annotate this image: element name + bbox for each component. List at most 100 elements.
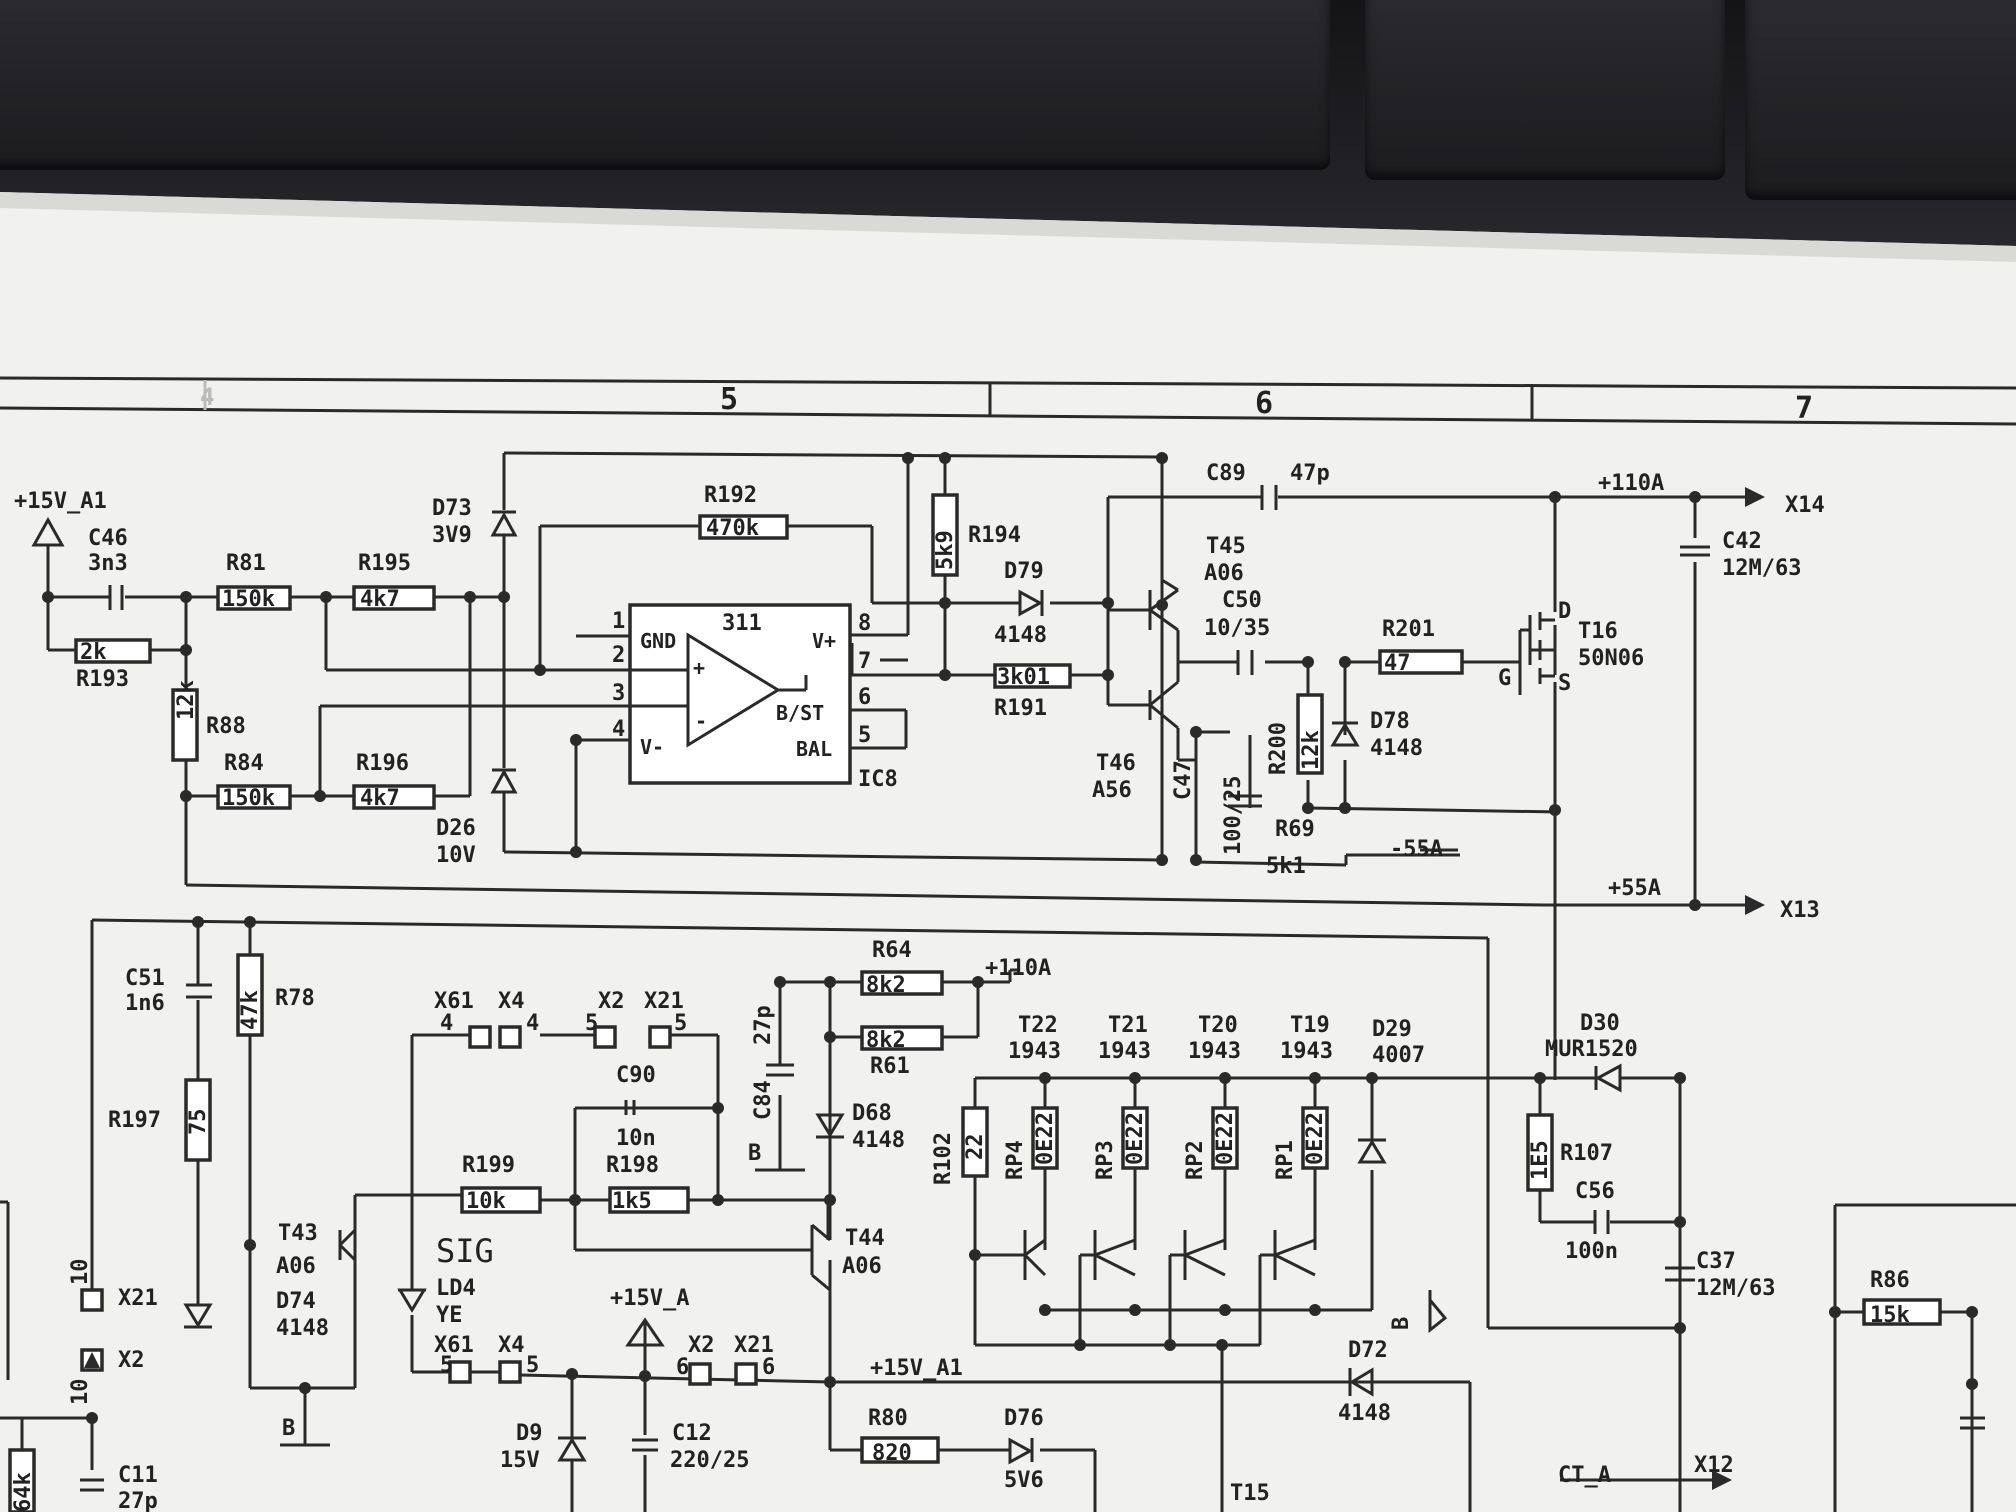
connector-label: X2 bbox=[118, 1348, 145, 1373]
value-label: 10n bbox=[616, 1126, 656, 1151]
value-label: YE bbox=[436, 1303, 463, 1328]
pin-number: 5 bbox=[585, 1011, 598, 1036]
ref-label: RP4 bbox=[1003, 1140, 1028, 1180]
value-label: 0E22 bbox=[1033, 1112, 1058, 1165]
net-label: CT_A bbox=[1558, 1463, 1611, 1488]
connector-label: X61 bbox=[434, 989, 474, 1014]
ref-label: R81 bbox=[226, 551, 266, 576]
ic-pin-name: BAL bbox=[796, 737, 832, 761]
ref-label: R198 bbox=[606, 1153, 659, 1178]
value-label: 15V bbox=[500, 1448, 540, 1473]
pin-number: 2 bbox=[612, 643, 625, 668]
connector-label: X2 bbox=[598, 989, 625, 1014]
ref-label: C56 bbox=[1575, 1179, 1615, 1204]
ref-label: R192 bbox=[704, 483, 757, 508]
ref-label: D72 bbox=[1348, 1338, 1388, 1363]
supply-arrow-icon bbox=[31, 516, 65, 547]
value-label: 47k bbox=[238, 990, 263, 1030]
value-label: 470k bbox=[706, 516, 759, 541]
lower-junctions bbox=[86, 916, 1978, 1424]
net-label: +110A bbox=[985, 956, 1051, 981]
ref-label: R102 bbox=[931, 1132, 956, 1185]
ref-label: R201 bbox=[1382, 617, 1435, 642]
ground-label: B bbox=[1389, 1317, 1414, 1330]
value-label: 2k bbox=[80, 640, 107, 665]
ref-label: C42 bbox=[1722, 529, 1762, 554]
ref-label: C12 bbox=[672, 1421, 712, 1446]
junction-dots bbox=[42, 452, 1701, 911]
ref-label: D29 bbox=[1372, 1017, 1412, 1042]
ref-label: C89 bbox=[1206, 461, 1246, 486]
ref-label: R191 bbox=[994, 696, 1047, 721]
net-label: +15V_A1 bbox=[14, 489, 107, 514]
value-label: 15k bbox=[1870, 1303, 1910, 1328]
ref-label: RP1 bbox=[1273, 1140, 1298, 1180]
signal-label: SIG bbox=[436, 1232, 494, 1270]
ref-label: C47 bbox=[1171, 760, 1196, 800]
ref-label: D26 bbox=[436, 816, 476, 841]
zone-label: 4 bbox=[200, 383, 214, 411]
pin-number: 6 bbox=[762, 1355, 775, 1380]
net-label: +110A bbox=[1598, 471, 1664, 496]
connector-x14-icon bbox=[1745, 487, 1765, 507]
ref-label: R196 bbox=[356, 751, 409, 776]
value-label: 150k bbox=[222, 786, 275, 811]
ref-label: C46 bbox=[88, 526, 128, 551]
pin-number: 6 bbox=[858, 685, 871, 710]
pin-number: 1 bbox=[612, 609, 625, 634]
ref-label: T45 bbox=[1206, 534, 1246, 559]
value-label: 10/35 bbox=[1204, 616, 1270, 641]
keyboard-key bbox=[1365, 0, 1725, 180]
ref-label: T44 bbox=[845, 1226, 885, 1251]
ref-label: C11 bbox=[118, 1463, 158, 1488]
value-label: 27p bbox=[751, 1005, 776, 1045]
value-label: 1E5 bbox=[1528, 1140, 1553, 1180]
ref-label: R195 bbox=[358, 551, 411, 576]
value-label: 47p bbox=[1290, 461, 1330, 486]
connector-label: X2 bbox=[688, 1333, 715, 1358]
pin-label: G bbox=[1498, 666, 1511, 691]
value-label: 150k bbox=[222, 587, 275, 612]
ref-label: D68 bbox=[852, 1101, 892, 1126]
value-label: 4148 bbox=[276, 1316, 329, 1341]
upper-labels: +15V_A1 C46 3n3 R81 150k R195 4k7 2k R19… bbox=[14, 461, 1825, 923]
ref-label: D76 bbox=[1004, 1406, 1044, 1431]
value-label: 12M/63 bbox=[1696, 1276, 1775, 1301]
value-label: A06 bbox=[1204, 561, 1244, 586]
value-label: 47 bbox=[1384, 651, 1411, 676]
paper-page bbox=[0, 192, 2016, 1512]
pin-number: 6 bbox=[676, 1355, 689, 1380]
ref-label: RP2 bbox=[1183, 1140, 1208, 1180]
zone-label: 6 bbox=[1255, 386, 1273, 421]
value-label: A06 bbox=[842, 1254, 882, 1279]
pin-number: 5 bbox=[526, 1353, 539, 1378]
ref-label: R194 bbox=[968, 523, 1021, 548]
pin-number: 8 bbox=[858, 611, 871, 636]
ref-label: R88 bbox=[206, 714, 246, 739]
value-label: 820 bbox=[872, 1441, 912, 1466]
ref-label: R197 bbox=[108, 1108, 161, 1133]
value-label: 5k1 bbox=[1266, 854, 1306, 879]
net-label: +55A bbox=[1608, 876, 1661, 901]
pin-number: 5 bbox=[440, 1353, 453, 1378]
lower-wiring bbox=[0, 918, 2016, 1512]
value-label: 4148 bbox=[994, 623, 1047, 648]
value-label: 1k5 bbox=[612, 1189, 652, 1214]
pin-number: 5 bbox=[674, 1011, 687, 1036]
pin-label: S bbox=[1558, 671, 1571, 696]
ref-label: LD4 bbox=[436, 1276, 476, 1301]
ref-label: T19 bbox=[1290, 1013, 1330, 1038]
ref-label: RP3 bbox=[1093, 1140, 1118, 1180]
value-label: A56 bbox=[1092, 778, 1132, 803]
value-label: 12k bbox=[1299, 730, 1324, 770]
connector-label: X21 bbox=[644, 989, 684, 1014]
value-label: 64k bbox=[11, 1472, 36, 1512]
ref-label: T21 bbox=[1108, 1013, 1148, 1038]
pin-number: 3 bbox=[612, 681, 625, 706]
value-label: 220/25 bbox=[670, 1448, 749, 1473]
value-label: 0E22 bbox=[1123, 1112, 1148, 1165]
ref-label: D9 bbox=[516, 1421, 543, 1446]
ref-label: R199 bbox=[462, 1153, 515, 1178]
ref-label: R200 bbox=[1266, 722, 1291, 775]
ref-label: R61 bbox=[870, 1054, 910, 1079]
